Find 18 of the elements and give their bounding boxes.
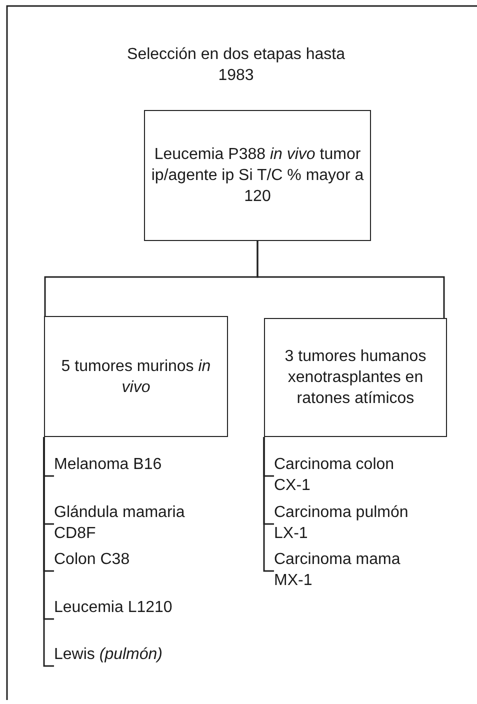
connector-line — [43, 437, 54, 667]
tumor-label: Carcinoma mama MX-1 — [274, 549, 414, 593]
category-box — [44, 316, 228, 437]
category-box — [144, 110, 371, 241]
category-box — [264, 318, 447, 437]
tumor-label: Glándula mamaria CD8F — [54, 502, 204, 546]
connector-line — [263, 437, 274, 572]
tumor-label: Carcinoma colon CX-1 — [274, 454, 414, 498]
diagram-title: Selección en dos etapas hasta 1983 — [126, 45, 346, 86]
tumor-label: Carcinoma pulmón LX-1 — [274, 502, 414, 546]
box-text: Leucemia P388 in vivo tumor ip/agente ip Si T/C % mayor a 120 — [150, 145, 365, 207]
box-text: 5 tumores murinos in vivo — [60, 356, 212, 398]
tumor-label: Leucemia L1210 — [54, 597, 204, 641]
tumor-label: Melanoma B16 — [54, 454, 204, 498]
box-text: 3 tumores humanos xenotrasplantes en ratones atímicos — [284, 347, 428, 409]
tumor-label: Lewis (pulmón) — [54, 644, 204, 688]
connector-line — [256, 241, 445, 318]
tumor-label: Colon C38 — [54, 549, 204, 593]
